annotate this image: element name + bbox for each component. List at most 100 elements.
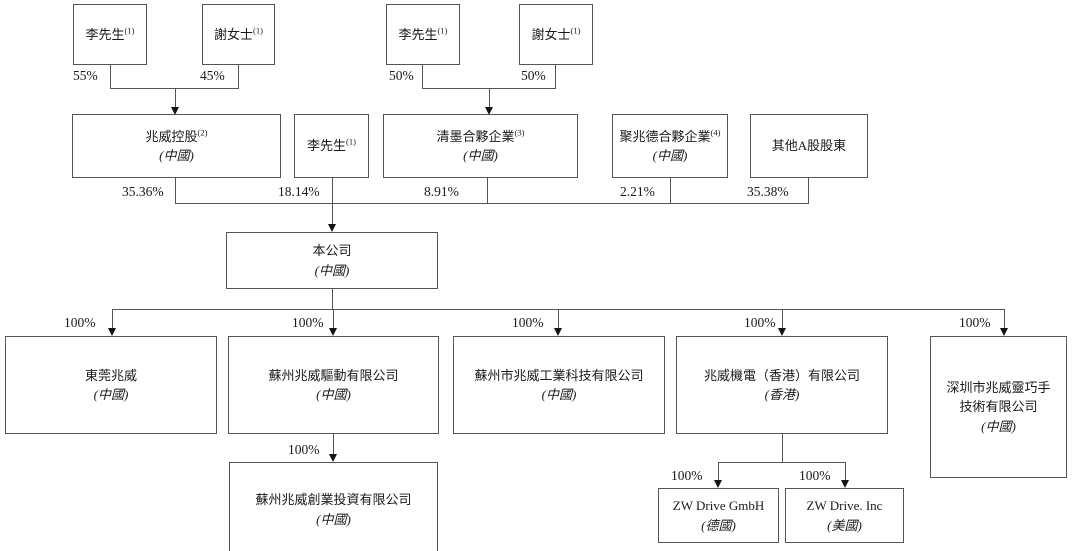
edge-zhaowei-hk-drop <box>782 434 783 462</box>
node-qingmo-partnership: 清墨合夥企業(3) (中國) <box>383 114 578 178</box>
arrow-into-venture-investment <box>329 454 337 462</box>
edge-top-left-2 <box>238 65 239 88</box>
edge-shareholder-collector <box>175 203 809 204</box>
node-label: 深圳市兆威靈巧手技術有限公司 <box>946 379 1051 415</box>
edge-drop-suzhou-drive <box>333 309 334 328</box>
edge-top-right-1 <box>422 65 423 88</box>
edge-drop-suzhou-industrial <box>558 309 559 328</box>
pct-qingmo: 8.91% <box>424 184 459 199</box>
pct-shenzhen: 100% <box>959 315 991 330</box>
node-ms-xie-top-left: 謝女士(1) <box>202 4 275 65</box>
arrow-into-zw-inc <box>841 480 849 488</box>
edge-juzhaode-stub <box>670 178 671 203</box>
pct-zw-gmbh: 100% <box>671 468 703 483</box>
arrow-into-suzhou-industrial <box>554 328 562 336</box>
pct-zw-inc: 100% <box>799 468 831 483</box>
pct-dongguan: 100% <box>64 315 96 330</box>
arrow-into-shenzhen <box>1000 328 1008 336</box>
node-mr-li-top-left: 李先生(1) <box>73 4 147 65</box>
edge-top-left-drop <box>175 88 176 107</box>
node-country: (中國) <box>159 148 194 163</box>
edge-zhaowei-holdings-stub <box>175 178 176 203</box>
edge-company-drop <box>332 289 333 309</box>
node-label: 李先生(1) <box>398 25 448 42</box>
node-label: 兆威機電（香港）有限公司 <box>703 367 860 383</box>
node-suzhou-zhaowei-industrial-tech: 蘇州市兆威工業科技有限公司 (中國) <box>453 336 665 434</box>
node-zhaowei-hk: 兆威機電（香港）有限公司 (香港) <box>676 336 888 434</box>
pct-juzhaode: 2.21% <box>620 184 655 199</box>
pct-zhaowei-holdings: 35.36% <box>122 184 164 199</box>
edge-top-left-merge <box>110 88 239 89</box>
node-label: 其他A股股東 <box>771 138 847 154</box>
node-zhaowei-holdings: 兆威控股(2) (中國) <box>72 114 281 178</box>
node-label: 李先生(1) <box>85 25 135 42</box>
node-label: 清墨合夥企業(3) <box>436 127 525 144</box>
node-mr-li-top-right: 李先生(1) <box>386 4 460 65</box>
node-label: 李先生(1) <box>307 136 356 154</box>
node-label: ZW Drive GmbH <box>672 498 765 513</box>
pct-mr-li-direct: 18.14% <box>278 184 320 199</box>
edge-drop-dongguan <box>112 309 113 328</box>
node-country: (中國) <box>316 387 351 402</box>
pct-suzhou-drive: 100% <box>292 315 324 330</box>
node-country: (中國) <box>541 387 577 402</box>
node-suzhou-zhaowei-venture-investment: 蘇州兆威創業投資有限公司 (中國) <box>229 462 438 551</box>
pct-zhaowei-hk: 100% <box>744 315 776 330</box>
node-label: 兆威控股(2) <box>145 127 208 144</box>
node-label: 東莞兆威 <box>84 367 137 383</box>
pct-ms-xie-top-left: 45% <box>200 68 225 83</box>
edge-top-left-1 <box>110 65 111 88</box>
node-label: ZW Drive. Inc <box>806 498 883 513</box>
node-country: (中國) <box>93 387 129 402</box>
node-label: 蘇州市兆威工業科技有限公司 <box>474 367 644 383</box>
node-other-a-share-holders: 其他A股股東 <box>750 114 868 178</box>
edge-drop-zw-gmbh <box>718 462 719 480</box>
node-country: (中國) <box>316 511 351 527</box>
edge-other-a-stub <box>808 178 809 203</box>
node-label: 謝女士(1) <box>531 25 581 42</box>
node-mr-li-direct: 李先生(1) <box>294 114 369 178</box>
node-the-company: 本公司 (中國) <box>226 232 438 289</box>
edge-drop-zw-inc <box>845 462 846 480</box>
arrow-into-qingmo <box>485 107 493 115</box>
node-country: (中國) <box>314 262 350 278</box>
node-label: 聚兆德合夥企業(4) <box>619 127 721 144</box>
pct-venture-investment: 100% <box>288 442 320 457</box>
edge-top-right-2 <box>555 65 556 88</box>
node-country: (德國) <box>701 517 736 533</box>
edge-zw-split <box>718 462 846 463</box>
node-dongguan-zhaowei: 東莞兆威 (中國) <box>5 336 217 434</box>
arrow-into-zw-gmbh <box>714 480 722 488</box>
node-label: 蘇州兆威創業投資有限公司 <box>255 492 412 507</box>
pct-mr-li-top-left: 55% <box>73 68 98 83</box>
node-country: (中國) <box>463 148 498 163</box>
arrow-into-zhaowei-hk <box>778 328 786 336</box>
node-country: (美國) <box>827 517 862 533</box>
edge-qingmo-stub <box>487 178 488 203</box>
pct-ms-xie-top-right: 50% <box>521 68 546 83</box>
edge-mr-li-drop <box>332 178 333 224</box>
node-juzhaode-partnership: 聚兆德合夥企業(4) (中國) <box>612 114 728 178</box>
node-country: (香港) <box>764 387 800 402</box>
arrow-into-dongguan <box>108 328 116 336</box>
node-country: (中國) <box>981 418 1016 434</box>
edge-top-right-drop <box>489 88 490 107</box>
node-zw-drive-gmbh: ZW Drive GmbH (德國) <box>658 488 779 543</box>
node-label: 蘇州兆威驅動有限公司 <box>268 367 399 383</box>
pct-other-a-share-holders: 35.38% <box>747 184 789 199</box>
edge-drop-shenzhen <box>1004 309 1005 328</box>
pct-mr-li-top-right: 50% <box>389 68 414 83</box>
node-zw-drive-inc: ZW Drive. Inc (美國) <box>785 488 904 543</box>
pct-suzhou-industrial: 100% <box>512 315 544 330</box>
arrow-into-suzhou-drive <box>329 328 337 336</box>
node-suzhou-zhaowei-drive: 蘇州兆威驅動有限公司 (中國) <box>228 336 439 434</box>
node-shenzhen-dexterous-hand: 深圳市兆威靈巧手技術有限公司 (中國) <box>930 336 1067 478</box>
arrow-into-company <box>328 224 336 232</box>
node-country: (中國) <box>652 148 688 163</box>
node-label: 本公司 <box>312 243 352 258</box>
edge-drop-zhaowei-hk <box>782 309 783 328</box>
node-ms-xie-top-right: 謝女士(1) <box>519 4 593 65</box>
edge-drop-venture-investment <box>333 434 334 454</box>
node-label: 謝女士(1) <box>214 25 263 42</box>
